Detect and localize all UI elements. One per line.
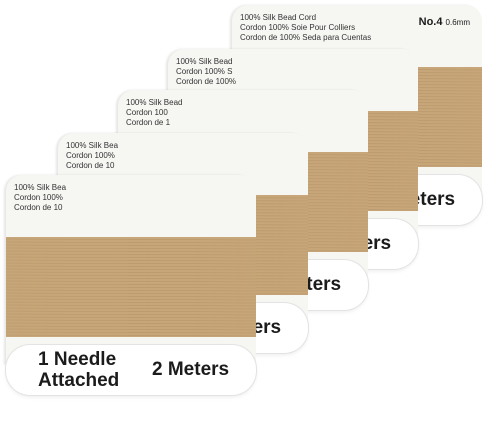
cord-strand (6, 322, 256, 325)
cord-strand (6, 265, 256, 268)
label-line-2: Cordon 100% Soie Pour Colliers (240, 23, 356, 32)
card-label: 100% Silk Bea Cordon 100% Cordon de 10 (14, 183, 66, 213)
cord-strand (6, 304, 256, 307)
cord-strand (6, 319, 256, 322)
cord-strand (6, 256, 256, 259)
label-line-3: Cordon de 10 (14, 203, 63, 212)
silk-cord-card: 100% Silk Bea Cordon 100% Cordon de 10 1… (6, 175, 256, 405)
label-line-3: Cordon de 100% (176, 77, 237, 86)
card-label: 100% Silk Bea Cordon 100% Cordon de 10 (66, 141, 118, 171)
cord-strand (6, 328, 256, 331)
size-number: No.4 (418, 16, 443, 28)
cord-strand (6, 286, 256, 289)
label-line-2: Cordon 100% (66, 151, 115, 160)
needle-label: 1 Needle Attached (38, 349, 119, 391)
cord-strand (6, 274, 256, 277)
cord-strand (6, 241, 256, 244)
cord-strand (6, 253, 256, 256)
cord-strand (6, 316, 256, 319)
label-line-2: Cordon 100 (126, 108, 168, 117)
cord-strand (6, 238, 256, 241)
cord-strand (6, 334, 256, 337)
card-label: 100% Silk Bead Cordon 100% S Cordon de 1… (176, 57, 236, 87)
label-line-1: 100% Silk Bead (126, 98, 183, 107)
cord-strand (6, 283, 256, 286)
cord-strand (6, 289, 256, 292)
needle-tab: 1 Needle Attached 2 Meters (6, 345, 256, 395)
label-line-1: 100% Silk Bea (66, 141, 119, 150)
cord-strand (6, 313, 256, 316)
cord-strand (6, 292, 256, 295)
label-line-1: 100% Silk Bea (14, 183, 67, 192)
cord-strand (6, 277, 256, 280)
cord-strand (6, 301, 256, 304)
needle-line-1: 1 Needle (38, 349, 117, 370)
card-label: 100% Silk Bead Cordon 100 Cordon de 1 (126, 98, 182, 128)
cord-strand (6, 307, 256, 310)
wound-cord (6, 237, 256, 337)
cord-strand (6, 259, 256, 262)
label-line-3: Cordon de 1 (126, 118, 171, 127)
cord-strand (6, 271, 256, 274)
label-line-1: 100% Silk Bead (176, 57, 233, 66)
label-line-2: Cordon 100% (14, 193, 63, 202)
cord-strand (6, 331, 256, 334)
cord-strand (6, 268, 256, 271)
cord-strand (6, 298, 256, 301)
cord-strand (6, 325, 256, 328)
cord-strand (6, 244, 256, 247)
thickness: 0.6mm (445, 18, 470, 27)
card-label: 100% Silk Bead Cord Cordon 100% Soie Pou… (240, 13, 371, 43)
cord-strand (6, 250, 256, 253)
cord-strand (6, 247, 256, 250)
label-line-3: Cordon de 100% Seda para Cuentas (240, 33, 372, 42)
needle-line-2: Attached (38, 370, 120, 391)
label-line-1: 100% Silk Bead Cord (240, 13, 317, 22)
length-label: 2 Meters (152, 359, 230, 380)
cord-strand (6, 280, 256, 283)
cord-strand (6, 310, 256, 313)
label-line-3: Cordon de 10 (66, 161, 115, 170)
size-label: No.4 0.6mm (419, 16, 470, 28)
cord-strand (6, 262, 256, 265)
label-line-2: Cordon 100% S (176, 67, 233, 76)
cord-strand (6, 295, 256, 298)
